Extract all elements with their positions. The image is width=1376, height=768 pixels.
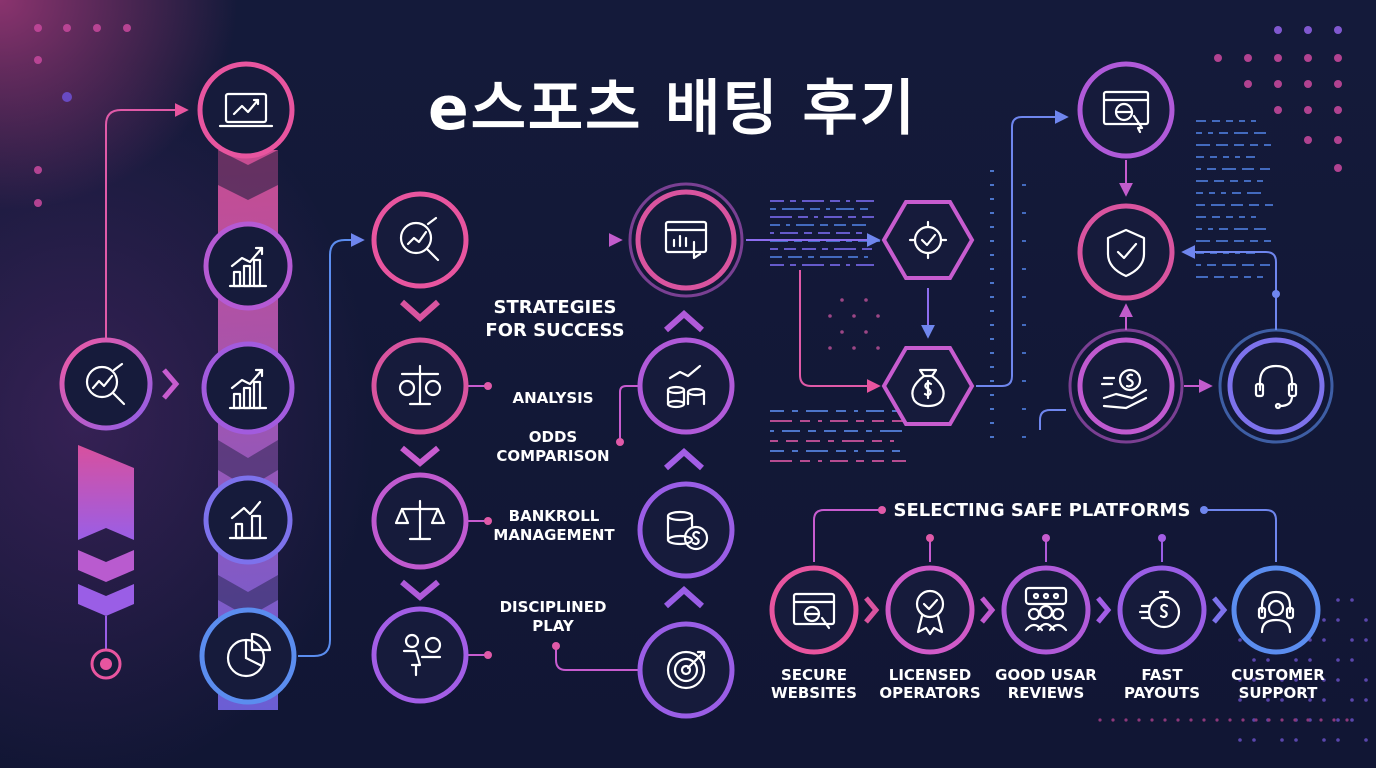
search-chart-icon: [85, 362, 126, 406]
node-dashboard: [628, 182, 744, 298]
platform-node-1: [769, 565, 859, 655]
page-title: e스포츠 배팅 후기: [428, 74, 917, 144]
node-market-research: [371, 191, 469, 289]
dashboard-touch-icon: [664, 220, 708, 260]
node-target: [637, 621, 735, 719]
node-coins-growth: [637, 337, 735, 435]
scale-icon: [394, 499, 446, 541]
node-analytics-search: [59, 337, 153, 431]
node-bankroll: [371, 472, 469, 570]
left-band: [78, 103, 189, 680]
node-growth-chart-1: [203, 221, 293, 311]
platform-node-4: [1117, 565, 1207, 655]
strategy-label-disciplined-play: DISCIPLINED PLAY: [499, 598, 607, 635]
platform-label-secure-websites: SECURE WEBSITES: [771, 666, 857, 702]
column3-connectors: [400, 233, 623, 659]
bar-growth-icon: [228, 368, 268, 410]
strategy-icon: [228, 500, 268, 540]
platforms-bracket: [813, 506, 1277, 624]
platforms-heading: SELECTING SAFE PLATFORMS: [893, 500, 1191, 521]
coins-dollar-icon: [666, 510, 709, 551]
code-lines-decoration: [770, 120, 1273, 462]
hex-node-money-bag: [881, 346, 975, 426]
magnifier-chart-icon: [399, 216, 440, 262]
hex-connectors: [746, 110, 1069, 393]
platform-label-fast-payouts: FAST PAYOUTS: [1123, 666, 1201, 702]
platform-label-good-user-reviews: GOOD USAR REVIEWS: [995, 666, 1097, 702]
right-connectors: [1039, 160, 1280, 430]
platform-node-3: [1001, 565, 1091, 655]
node-shield: [1077, 203, 1175, 301]
node-pie-chart: [199, 607, 297, 705]
node-web-browser: [1077, 61, 1175, 159]
hand-coin-icon: [1100, 368, 1148, 410]
strategy-label-analysis: ANALYSIS: [512, 389, 594, 407]
fast-payout-icon: [1138, 590, 1181, 629]
customer-support-icon: [1257, 590, 1295, 634]
strategy-label-odds-comparison: ODDS COMPARISON: [496, 428, 610, 465]
gear-check-icon: [908, 220, 948, 260]
headset-icon: [1254, 364, 1298, 410]
player-desk-icon: [402, 633, 442, 677]
node-growth-chart-2: [201, 341, 295, 435]
node-analysis: [371, 337, 469, 435]
shield-check-icon: [1106, 228, 1146, 278]
node-strategy-chart: [203, 475, 293, 565]
secure-website-icon: [792, 592, 836, 630]
money-bag-icon: [911, 368, 945, 408]
laptop-chart-icon: [218, 92, 274, 128]
platform-node-5: [1231, 565, 1321, 655]
pie-chart-icon: [226, 632, 272, 678]
balance-scale-coins-icon: [398, 364, 442, 406]
platform-label-licensed-operators: LICENSED OPERATORS: [879, 666, 981, 702]
node-coin-dollar: [637, 481, 735, 579]
node-laptop-chart: [197, 61, 295, 159]
bar-growth-icon: [228, 246, 268, 288]
strategies-heading: STRATEGIES FOR SUCCESS: [485, 297, 625, 341]
decorative-dots: [34, 24, 1342, 207]
browser-globe-icon: [1102, 90, 1150, 134]
licensed-badge-icon: [915, 589, 945, 636]
node-disciplined-play: [371, 606, 469, 704]
hex-node-security-settings: [881, 200, 975, 280]
target-icon: [666, 650, 706, 690]
strategy-label-bankroll-management: BANKROLL MANAGEMENT: [493, 507, 615, 544]
user-reviews-icon: [1024, 586, 1068, 632]
coin-stack-growth-icon: [666, 364, 706, 409]
platform-label-customer-support: CUSTOMER SUPPORT: [1231, 666, 1325, 702]
decorative-dot-grid: [828, 298, 1368, 742]
node-payout-hand: [1068, 328, 1184, 444]
platform-node-2: [885, 565, 975, 655]
node-headset: [1218, 328, 1334, 444]
column4-connectors: [552, 309, 704, 671]
